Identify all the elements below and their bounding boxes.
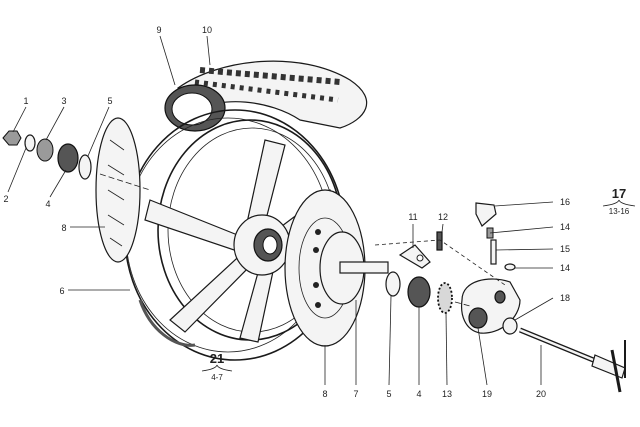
axle-spindle: [502, 317, 626, 393]
callout-10: 10: [202, 25, 212, 35]
hub-plate: [319, 231, 389, 305]
callout-8: 8: [61, 223, 66, 233]
wheel-spokes: [144, 139, 339, 343]
tire: [164, 60, 368, 132]
leader-lines: [7, 35, 636, 386]
callout-1: 1: [23, 96, 28, 106]
callout-15: 15: [560, 244, 570, 254]
left-axle-hardware: [2, 130, 92, 180]
callout-14-top: 14: [560, 222, 570, 232]
right-axle-hardware: [385, 271, 453, 314]
callout-7: 7: [353, 389, 358, 399]
callout-4-bottom: 4: [416, 389, 421, 399]
callout-labels: 1 2 3 4 5 6 8 9 10 11 12 16 14 15 14 18 …: [3, 25, 629, 399]
callout-13: 13: [442, 389, 452, 399]
callout-16: 16: [560, 197, 570, 207]
callout-9: 9: [156, 25, 161, 35]
speedo-drive-parts: [475, 202, 516, 271]
callout-14-bottom: 14: [560, 263, 570, 273]
brake-disc-rear: [95, 117, 141, 263]
ref-17-number: 17: [612, 186, 626, 201]
ref-17-range: 13-16: [609, 207, 630, 216]
callout-5: 5: [107, 96, 112, 106]
callout-11: 11: [408, 212, 417, 222]
callout-8-bottom: 8: [322, 389, 327, 399]
callout-4: 4: [45, 199, 50, 209]
callout-20: 20: [536, 389, 546, 399]
callout-18: 18: [560, 293, 570, 303]
ref-21-number: 21: [210, 351, 224, 366]
speedo-bracket: [398, 231, 443, 269]
ref-21-range: 4-7: [211, 373, 223, 382]
callout-2: 2: [3, 194, 8, 204]
callout-19: 19: [482, 389, 492, 399]
callout-6: 6: [59, 286, 64, 296]
axis-centerline: [99, 173, 506, 307]
callout-3: 3: [61, 96, 66, 106]
callout-12: 12: [438, 212, 448, 222]
callout-5-bottom: 5: [386, 389, 391, 399]
